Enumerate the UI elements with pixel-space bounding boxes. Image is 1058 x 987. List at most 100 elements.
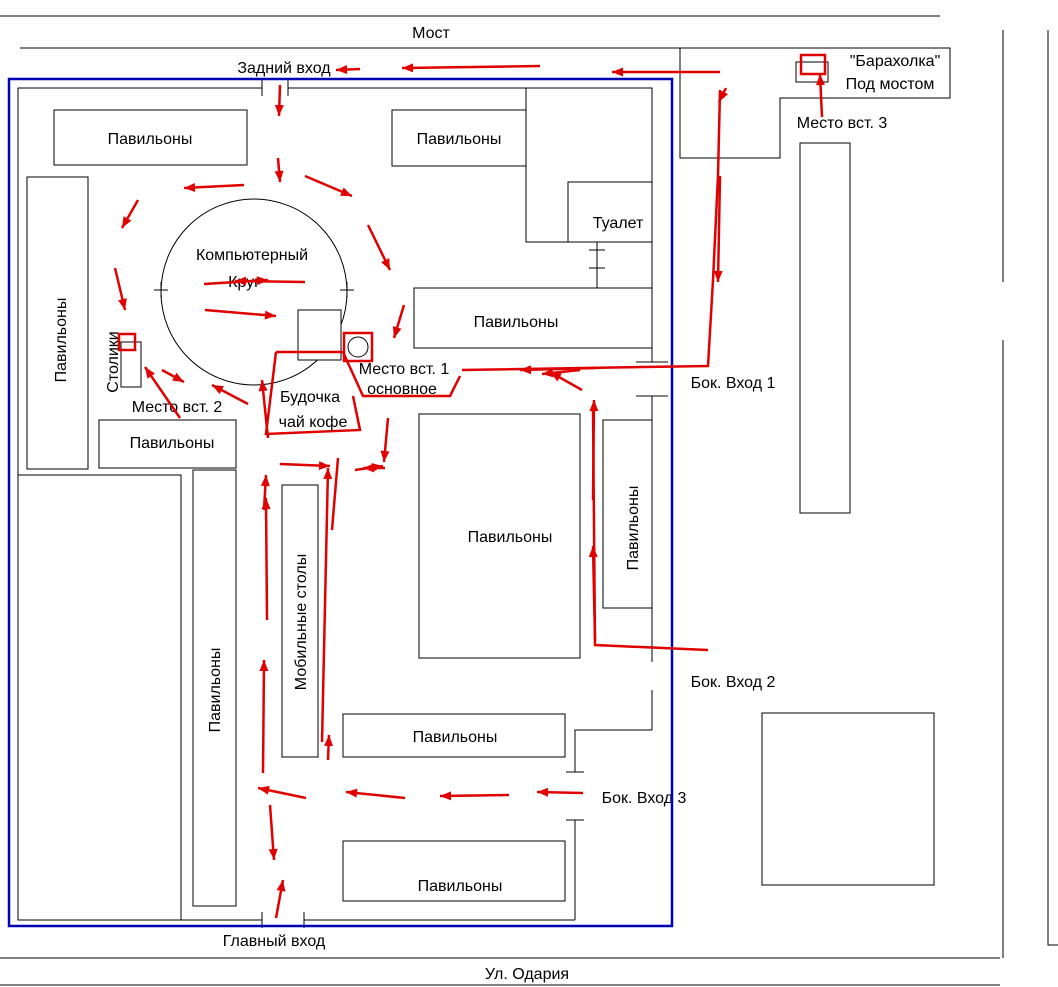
spot1-circle (347, 336, 369, 358)
route-arrow-head (172, 372, 184, 382)
route-arrow-head (588, 546, 598, 558)
route-arrow-head (122, 216, 132, 228)
route-arrow-head (274, 170, 284, 182)
pavilion-label: Павильоны (418, 878, 503, 895)
route-arrow-head (550, 372, 562, 382)
route-arrow-head (336, 65, 348, 75)
route-arrow (204, 308, 277, 318)
route-arrow (439, 793, 510, 798)
outside-building (799, 142, 851, 514)
route-arrow-head (520, 365, 532, 375)
route-arrow-head (260, 475, 270, 487)
tables-block (120, 341, 142, 388)
route-arrow-head (264, 310, 276, 320)
route-arrow-head (324, 735, 334, 747)
pavilion-label: Павильоны (474, 314, 559, 331)
spot2-label: Место вст. 2 (132, 399, 223, 416)
route-arrow-head (259, 660, 269, 672)
pavilion-label: Павильоны (468, 529, 553, 546)
back-entrance-label: Задний вход (237, 60, 331, 77)
route-arrow-head (274, 104, 284, 116)
spot1-marker (342, 331, 374, 363)
route-arrow-head (235, 276, 247, 286)
route-arrow (401, 64, 541, 70)
route-arrow-head (212, 385, 224, 395)
route-arrow-head (542, 368, 554, 378)
route-arrow-head (258, 785, 270, 795)
pavilion-label: Павильоны (53, 298, 70, 383)
spot2-marker (117, 332, 137, 352)
pavilion-block (192, 469, 237, 907)
route-arrow-head (713, 270, 723, 282)
pavilion-block (342, 713, 566, 758)
route-arrow-head (363, 463, 374, 473)
route-arrow-head (381, 258, 390, 270)
route-arrow (264, 497, 269, 621)
under-bridge-label: Под мостом (846, 76, 935, 93)
kiosk-outline-red (276, 350, 462, 398)
route-arrow-head (318, 461, 330, 471)
route-arrow-head (440, 791, 452, 801)
route-arrow-head (380, 450, 390, 462)
kiosk-label: чай кофе (279, 414, 348, 431)
route-arrow (716, 175, 722, 283)
route-arrow (591, 399, 596, 501)
spot1-label: Место вст. 1 (359, 361, 450, 378)
route-arrow-head (276, 880, 286, 892)
pavilion-label: Павильоны (108, 131, 193, 148)
route-arrow-head (340, 187, 352, 196)
route-arrow-head (268, 848, 278, 860)
pavilion-block (391, 109, 527, 167)
pavilion-block (26, 176, 89, 470)
route-arrow (320, 467, 330, 743)
pavilion-label: Павильоны (207, 648, 224, 733)
route-arrows (113, 63, 826, 919)
pavilion-label: Павильоны (413, 729, 498, 746)
route-arrow-head (816, 74, 826, 86)
route-arrow-head (184, 182, 196, 192)
route-arrow-head (258, 380, 268, 392)
route-arrow-head (719, 90, 728, 102)
bridge-label: Мост (412, 25, 450, 42)
main-entrance-label: Главный вход (223, 933, 326, 950)
route-arrow-head (145, 367, 155, 379)
route-arrow-head (589, 400, 599, 412)
market-wall (574, 729, 652, 772)
market-boundary (7, 77, 674, 928)
route-arrow (261, 659, 266, 774)
flea-market-label: "Барахолка" (850, 53, 941, 70)
route-arrow (591, 545, 597, 641)
kiosk-outline-red (264, 351, 362, 436)
route-arrow-head (392, 326, 402, 338)
pavilion-block (418, 413, 581, 659)
pavilion-label: Павильоны (417, 131, 502, 148)
side-entrance-1-label: Бок. Вход 1 (691, 375, 776, 392)
mobile-tables-label: Мобильные столы (293, 554, 310, 690)
route-arrow-head (323, 468, 333, 480)
open-area (17, 474, 182, 921)
pavilion-block (413, 287, 653, 349)
spot1-label: основное (367, 381, 437, 398)
route-arrow-head (346, 788, 358, 798)
route-arrow (519, 366, 597, 372)
spot3-label: Место вст. 3 (797, 115, 888, 132)
route-path (461, 89, 722, 372)
side-entrance-2-label: Бок. Вход 2 (691, 674, 776, 691)
pavilion-block (602, 419, 653, 609)
side-entrance-3-label: Бок. Вход 3 (602, 790, 687, 807)
street-label: Ул. Одария (485, 966, 569, 983)
route-arrow-head (261, 498, 271, 510)
pavilion-block (53, 109, 248, 166)
spot3-marker (799, 53, 827, 76)
pavilion-block (342, 840, 566, 902)
route-arrow-head (118, 298, 127, 310)
right-edge-line (1047, 30, 1058, 946)
kiosk-label: Будочка (280, 389, 340, 406)
route-path (330, 457, 340, 531)
route-arrow-head (612, 67, 623, 77)
market-wall (288, 87, 653, 362)
pavilion-label: Павильоны (130, 435, 215, 452)
mobile-tables (281, 484, 319, 758)
pavilion-label: Павильоны (625, 486, 642, 571)
